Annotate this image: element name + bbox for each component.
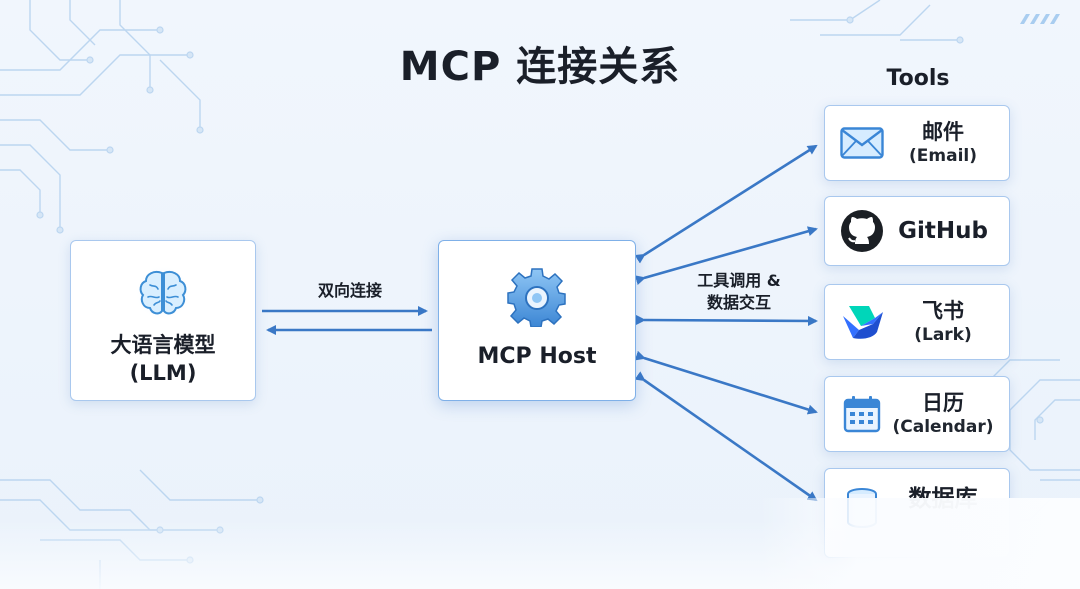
gear-icon [439,265,635,328]
calendar-icon [839,391,885,437]
diagram-title: MCP 连接关系 [399,44,681,90]
github-icon [839,208,885,254]
tool-github: GitHub [824,196,1010,266]
tool-lark-sub: (Lark) [914,325,972,345]
edge-label-tool-call: 工具调用 & 数据交互 [664,270,814,314]
brain-icon [71,265,255,321]
tools-heading: Tools [886,66,950,91]
edge-label-line1: 工具调用 & [697,271,781,290]
arrow-host-calendar [634,350,818,415]
tool-calendar: 日历 (Calendar) [824,376,1010,452]
tool-email-name: 邮件 [922,120,964,144]
tool-calendar-name: 日历 [922,391,964,415]
tool-lark: 飞书 (Lark) [824,284,1010,360]
mcp-host-node: MCP Host [438,240,636,401]
llm-sublabel: (LLM) [129,361,197,385]
mail-icon [839,120,885,166]
tool-email: 邮件 (Email) [824,105,1010,181]
edge-label-line2: 数据交互 [706,293,771,312]
arrow-host-lark [635,314,818,326]
tool-calendar-sub: (Calendar) [892,417,994,437]
arrow-host-email [634,144,818,264]
arrow-host-github [634,226,818,286]
mcp-host-label: MCP Host [477,344,597,369]
lark-icon [839,299,885,345]
tool-github-name: GitHub [898,218,988,244]
edge-label-bidirectional: 双向连接 [317,281,382,300]
arrow-host-database [634,371,818,502]
tool-lark-name: 飞书 [922,299,964,323]
corner-fade-overlay [760,498,1080,589]
llm-label: 大语言模型 [110,333,216,357]
llm-node: 大语言模型 (LLM) [70,240,256,401]
tool-email-sub: (Email) [909,146,977,166]
